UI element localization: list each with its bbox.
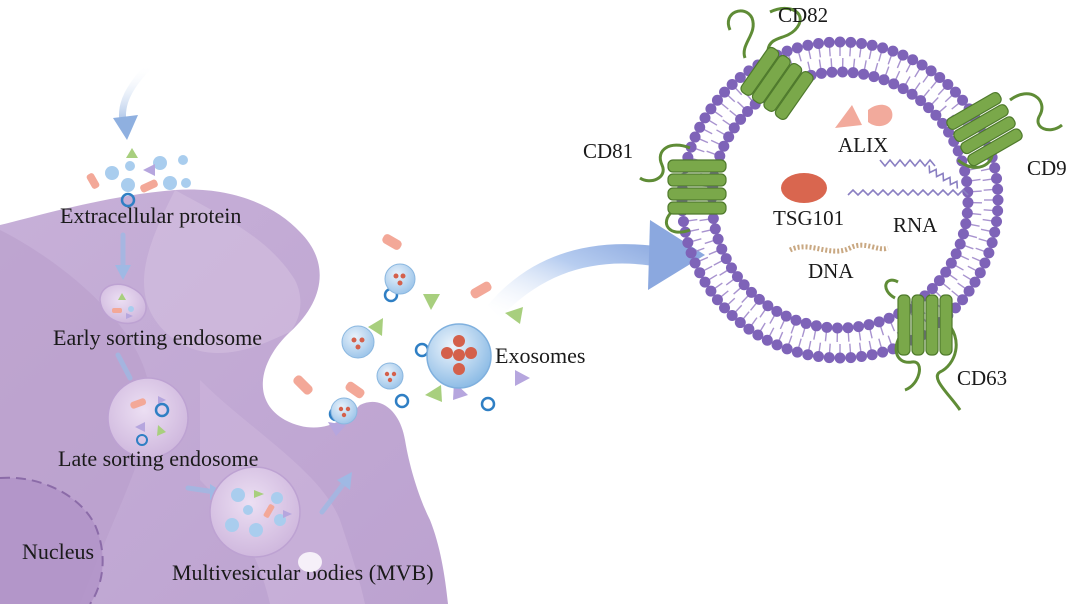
- early-sorting-endosome-label: Early sorting endosome: [53, 325, 262, 350]
- late-sorting-endosome-label: Late sorting endosome: [58, 446, 258, 471]
- released-particles: [293, 234, 530, 436]
- cd81-tetraspanin: [639, 143, 727, 234]
- tsg101-protein: [781, 173, 827, 203]
- incoming-arrow: [113, 61, 154, 140]
- nucleus: [0, 476, 104, 604]
- rna-strand: [847, 158, 969, 197]
- extracellular-protein-label: Extracellular protein: [60, 203, 241, 228]
- small-exosome: [384, 263, 416, 295]
- tsg101-label: TSG101: [773, 206, 844, 230]
- cd82-tetraspanin: [726, 6, 814, 120]
- small-exosome: [330, 397, 358, 425]
- rna-label: RNA: [893, 213, 938, 237]
- cd82-label: CD82: [778, 3, 828, 27]
- dna-strand: [788, 242, 889, 254]
- cd81-label: CD81: [583, 139, 633, 163]
- early-sorting-endosome: [99, 283, 147, 325]
- cd9-label: CD9: [1027, 156, 1067, 180]
- cd63-label: CD63: [957, 366, 1007, 390]
- alix-protein: [835, 104, 893, 128]
- cd9-tetraspanin: [946, 91, 1063, 169]
- small-exosome: [341, 325, 375, 359]
- nucleus-label: Nucleus: [22, 539, 94, 564]
- small-exosome: [376, 362, 404, 390]
- alix-label: ALIX: [838, 133, 888, 157]
- exosome-membrane: [676, 36, 1004, 364]
- flow-arrow-4: [319, 472, 352, 515]
- late-sorting-endosome: [107, 377, 189, 459]
- multivesicular-body: [209, 466, 301, 558]
- extracellular-protein-cluster: [86, 148, 191, 208]
- flow-arrow-2: [115, 352, 133, 381]
- cd63-tetraspanin: [884, 278, 962, 411]
- exosomes-label: Exosomes: [495, 343, 585, 368]
- zoom-arrow: [488, 220, 705, 318]
- flow-arrow-1: [115, 232, 131, 280]
- large-exosome: [426, 323, 492, 389]
- dna-label: DNA: [808, 259, 854, 283]
